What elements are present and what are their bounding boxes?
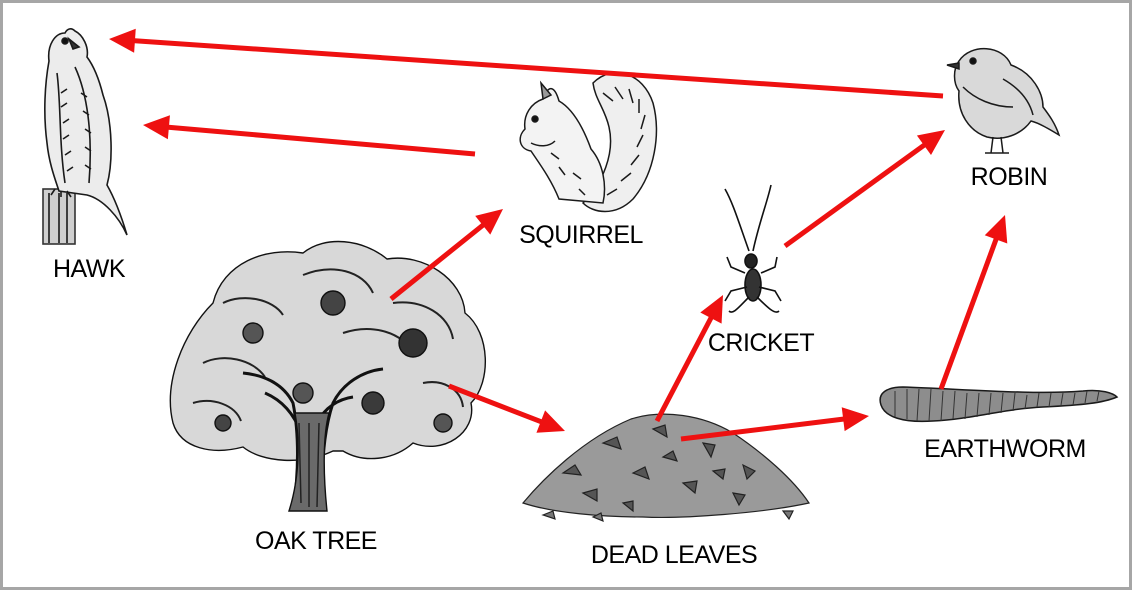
arrow-oak-tree-to-squirrel [389,209,503,301]
arrow-head [984,215,1008,244]
arrow-dead-leaves-to-cricket [654,295,723,423]
arrow-cricket-to-robin [783,130,945,249]
cricket-icon [724,184,782,313]
label-squirrel: SQUIRREL [519,221,643,249]
arrows-layer [109,28,1008,442]
arrow-head [475,209,503,235]
label-hawk: HAWK [52,255,126,283]
arrow-dead-leaves-to-earthworm [680,407,869,442]
arrow-squirrel-to-hawk [143,115,476,157]
arrow-shaft [389,222,486,301]
arrow-oak-tree-to-dead-leaves [448,383,565,433]
label-robin: ROBIN [970,163,1048,191]
arrow-head [536,410,565,433]
label-oak-tree: OAK TREE [255,527,377,555]
arrow-shaft [132,38,944,99]
label-dead-leaves: DEAD LEAVES [590,541,758,569]
label-cricket: CRICKET [707,329,815,357]
arrow-head [109,28,136,53]
illustrations [42,28,1119,522]
arrow-shaft [680,416,846,442]
arrow-shaft [448,383,544,425]
robin-icon [946,47,1061,154]
arrow-head [143,115,170,140]
earthworm-icon [879,386,1119,423]
arrow-robin-to-hawk [109,28,944,99]
hawk-icon [42,28,128,245]
arrow-shaft [783,142,928,249]
arrow-shaft [166,124,476,157]
arrow-head [700,295,723,324]
oak-tree-icon [169,240,487,512]
arrow-head [841,407,869,432]
squirrel-icon [519,72,658,213]
leaf-pile-icon [521,413,810,522]
arrow-earthworm-to-robin [938,215,1008,390]
arrow-shaft [654,315,715,423]
arrow-shaft [938,236,1000,390]
label-earthworm: EARTHWORM [924,435,1086,463]
arrow-head [916,130,945,155]
